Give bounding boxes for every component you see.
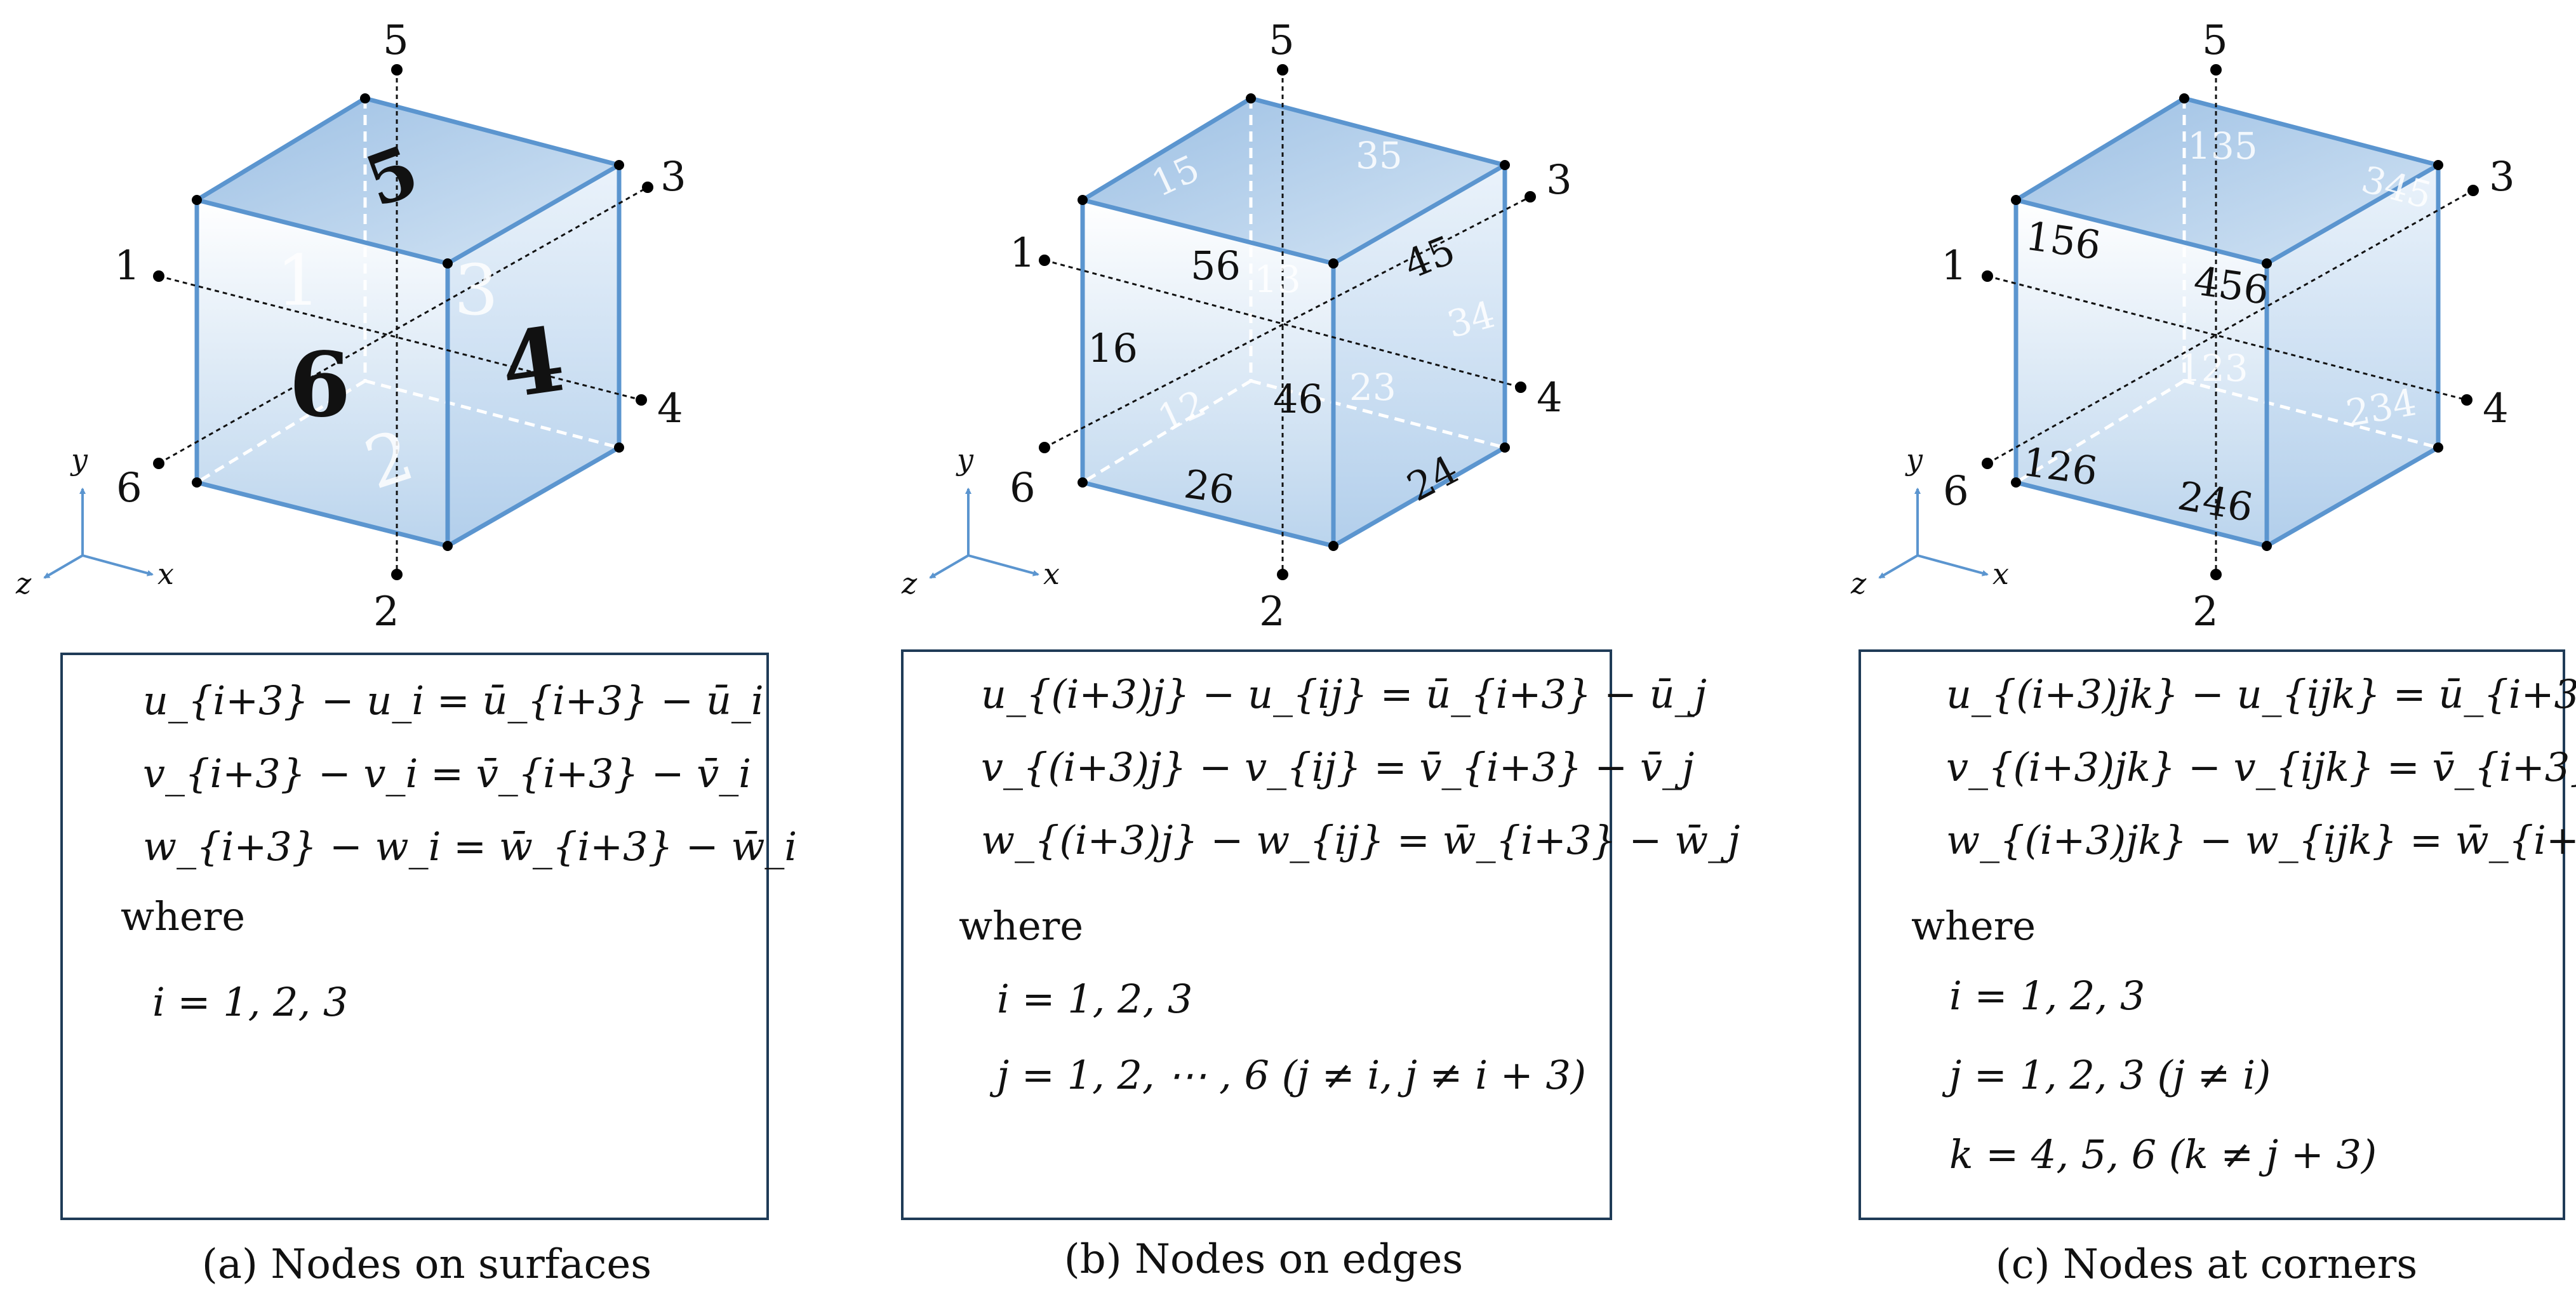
edge-label-front-bottom: 26 [1182,460,1238,513]
condition-1: i = 1, 2, 3 [997,976,1192,1022]
condition-1: i = 1, 2, 3 [152,979,348,1025]
axis-triad-a [43,488,154,579]
cube-c-right-face [2267,165,2438,546]
face-label-right: 4 [495,307,570,419]
axis-z-label: z [901,566,918,601]
cube-a-right-face [448,165,619,546]
panel-b: 5 2 1 4 6 3 56 16 46 26 45 24 34 15 35 1… [901,17,1740,1283]
equation-2: v_{(i+3)jk} − v_{ijk} = v̄_{i+3} − v̄_i [1946,744,2576,790]
axis-z-label: z [1850,566,1867,601]
axis-point-6-label: 6 [116,465,142,512]
condition-1: i = 1, 2, 3 [1949,973,2145,1019]
edge-label-hidden-right: 23 [1349,366,1396,409]
axis-x-label: x [1043,557,1060,591]
where-label: where [959,903,1083,949]
axis-point-1-label: 1 [1941,242,1967,289]
corner-label-back-top-left: 135 [2187,124,2258,168]
face-label-left: 1 [276,240,321,321]
axis-point-4-label: 4 [657,385,683,432]
where-label: where [1911,903,2036,949]
cube-c-top-face [2016,98,2438,263]
where-label: where [121,893,245,940]
condition-2: j = 1, 2, 3 (j ≠ i) [1942,1052,2271,1098]
equation-box-a [60,653,769,1220]
cube-c: 5 2 1 4 6 3 156 456 126 246 135 345 123 … [1941,17,2515,635]
equation-1: u_{i+3} − u_i = ū_{i+3} − ū_i [143,677,764,724]
equation-box-c [1859,649,2565,1220]
cube-a-front-face [197,200,448,546]
corner-label-front-bottom-left: 126 [2020,438,2100,495]
axis-point-5-label: 5 [383,17,409,64]
face-label-front: 6 [289,333,350,437]
caption-c: (c) Nodes at corners [1996,1241,2417,1288]
condition-3: k = 4, 5, 6 (k ≠ j + 3) [1949,1131,2377,1178]
panel-c: 5 2 1 4 6 3 156 456 126 246 135 345 123 … [1850,17,2576,1288]
cube-b: 5 2 1 4 6 3 56 16 46 26 45 24 34 15 35 1… [1010,17,1572,635]
axis-x-label: x [1992,557,2009,591]
equation-2: v_{(i+3)j} − v_{ij} = v̄_{i+3} − v̄_j [981,744,1694,790]
equation-1: u_{(i+3)jk} − u_{ijk} = ū_{i+3} − ū_i [1946,671,2576,717]
edge-label-hidden-center: 13 [1254,258,1301,301]
axis-point-3-label: 3 [2489,154,2515,201]
face-label-back: 3 [454,249,498,331]
cube-b-top-face [1083,98,1505,263]
axis-point-3-label: 3 [660,154,686,201]
corner-label-front-top-left: 156 [2023,213,2104,269]
edge-label-front-top: 56 [1191,242,1241,289]
caption-a: (a) Nodes on surfaces [202,1241,651,1288]
axis-point-1-label: 1 [114,242,140,289]
equation-1: u_{(i+3)j} − u_{ij} = ū_{i+3} − ū_j [981,671,1707,717]
axis-triad-b [929,488,1039,579]
equation-3: w_{i+3} − w_i = w̄_{i+3} − w̄_i [143,823,797,870]
axis-point-4-label: 4 [2483,385,2509,432]
axis-point-2-label: 2 [1259,588,1285,635]
axis-y-label: y [70,442,88,477]
axis-y-label: y [1905,442,1923,477]
panel-a: 5 2 1 4 6 3 6 4 5 1 3 2 y x z [15,17,797,1288]
corner-label-front-top-right: 456 [2191,257,2272,314]
axis-x-label: x [157,557,174,591]
equation-2: v_{i+3} − v_i = v̄_{i+3} − v̄_i [143,750,751,797]
edge-label-back-top-right: 35 [1356,134,1403,177]
cube-b-right-face [1333,165,1505,546]
axis-point-4-label: 4 [1537,375,1563,422]
axis-point-6-label: 6 [1010,465,1036,512]
cube-b-front-face [1083,200,1333,546]
edge-label-front-left: 16 [1088,325,1138,371]
axis-point-5-label: 5 [1269,17,1295,64]
axis-point-2-label: 2 [373,588,399,635]
axis-point-1-label: 1 [1010,230,1036,277]
axis-z-label: z [15,566,32,601]
cube-c-front-face [2016,200,2267,546]
axis-point-6-label: 6 [1943,468,1969,515]
equation-box-b [901,649,1612,1220]
axis-triad-c [1878,488,1989,579]
cube-a: 5 2 1 4 6 3 6 4 5 1 3 2 [114,17,686,635]
corner-label-back-bottom-left: 123 [2178,347,2248,390]
axis-point-2-label: 2 [2192,588,2219,635]
axis-y-label: y [956,442,974,477]
equation-3: w_{(i+3)j} − w_{ij} = w̄_{i+3} − w̄_j [981,817,1740,863]
edge-label-front-right: 46 [1273,376,1323,422]
axis-point-3-label: 3 [1546,157,1572,204]
condition-2: j = 1, 2, ⋯ , 6 (j ≠ i, j ≠ i + 3) [989,1052,1586,1098]
equation-3: w_{(i+3)jk} − w_{ijk} = w̄_{i+3} − w̄_i [1946,817,2576,863]
cube-a-top-face [197,98,619,263]
axis-point-5-label: 5 [2202,17,2228,64]
caption-b: (b) Nodes on edges [1064,1236,1463,1283]
